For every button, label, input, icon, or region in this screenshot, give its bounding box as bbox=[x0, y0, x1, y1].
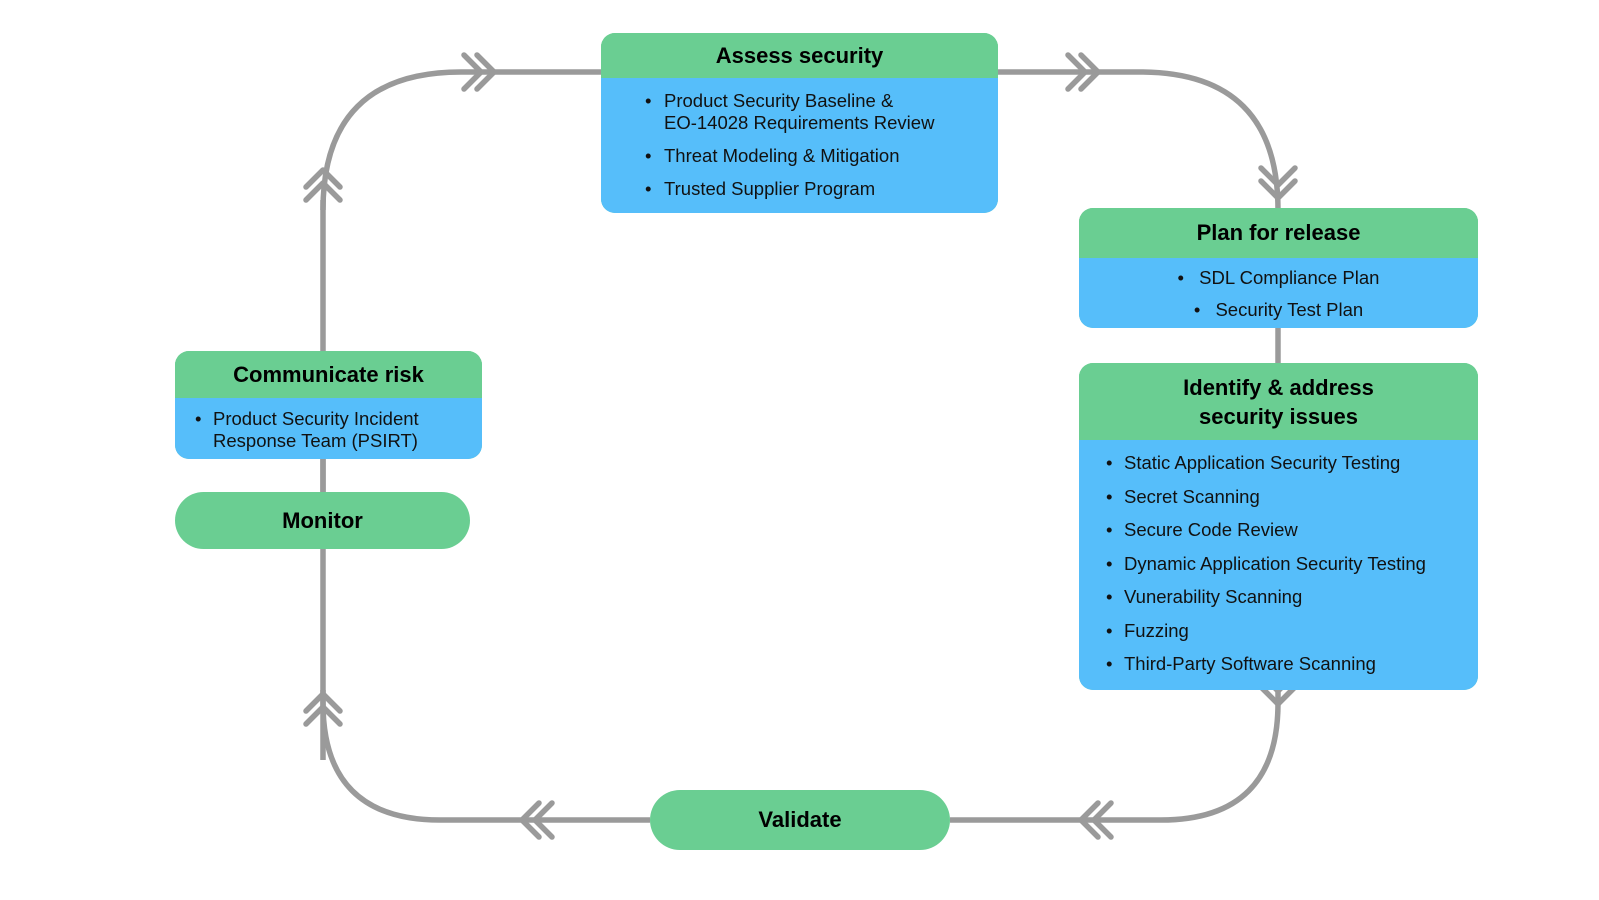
bullet-dot: • bbox=[1193, 299, 1201, 320]
bullet-list: • Static Application Security Testing • … bbox=[1079, 452, 1478, 675]
list-item-label-line2: EO-14028 Requirements Review bbox=[664, 112, 935, 133]
node-identify-address-security-issues-title: Identify & address security issues bbox=[1079, 363, 1478, 440]
list-item: • Security Test Plan bbox=[1079, 299, 1478, 321]
connector-bottom-right-corner bbox=[950, 690, 1281, 823]
bullet-dot: • bbox=[1106, 653, 1113, 674]
arrowhead-left-bottom-left bbox=[519, 800, 555, 840]
list-item-label: SDL Compliance Plan bbox=[1199, 267, 1380, 288]
arrowhead-up-left-lower bbox=[303, 691, 343, 727]
arrowhead-right-top-left bbox=[461, 52, 497, 92]
list-item: • Static Application Security Testing bbox=[1079, 452, 1478, 474]
list-item-label: Product Security Baseline & bbox=[664, 90, 894, 111]
bullet-dot: • bbox=[195, 408, 202, 429]
bullet-list: • Product Security Baseline & EO-14028 R… bbox=[601, 90, 998, 200]
bullet-list: • SDL Compliance Plan • Security Test Pl… bbox=[1079, 267, 1478, 321]
node-communicate-risk-body: • Product Security Incident Response Tea… bbox=[175, 398, 482, 459]
connector-top-left-corner bbox=[320, 69, 601, 211]
list-item: • Secret Scanning bbox=[1079, 486, 1478, 508]
node-plan-for-release-title: Plan for release bbox=[1079, 208, 1478, 258]
node-assess-security-title: Assess security bbox=[601, 33, 998, 78]
bullet-dot: • bbox=[1106, 485, 1113, 507]
node-plan-for-release-body: • SDL Compliance Plan • Security Test Pl… bbox=[1079, 258, 1478, 328]
list-item-label: Static Application Security Testing bbox=[1124, 452, 1401, 473]
list-item: • SDL Compliance Plan bbox=[1079, 267, 1478, 289]
bullet-dot: • bbox=[1106, 586, 1113, 607]
bullet-dot: • bbox=[1106, 452, 1113, 473]
bullet-dot: • bbox=[645, 145, 652, 166]
node-validate[interactable]: Validate bbox=[650, 790, 950, 850]
list-item-label: Security Test Plan bbox=[1215, 299, 1364, 320]
node-monitor-title: Monitor bbox=[175, 492, 470, 549]
node-validate-title: Validate bbox=[650, 790, 950, 850]
node-assess-security[interactable]: Assess security • Product Security Basel… bbox=[601, 33, 998, 213]
list-item-label: Product Security Incident bbox=[213, 408, 419, 429]
bullet-dot: • bbox=[645, 90, 652, 111]
list-item-label: Trusted Supplier Program bbox=[664, 178, 876, 199]
list-item-label: Secure Code Review bbox=[1124, 519, 1298, 540]
list-item-label: Fuzzing bbox=[1124, 619, 1189, 641]
arrowhead-right-top-right bbox=[1065, 52, 1101, 92]
connector-top-right-corner bbox=[998, 69, 1281, 213]
title-line-1: Identify & address bbox=[1183, 375, 1374, 400]
list-item-label: Vunerability Scanning bbox=[1124, 586, 1303, 607]
list-item: • Vunerability Scanning bbox=[1079, 586, 1478, 608]
arrowhead-down-right-upper bbox=[1258, 165, 1298, 201]
list-item-label-line2: Response Team (PSIRT) bbox=[213, 430, 418, 451]
bullet-dot: • bbox=[1106, 519, 1113, 540]
bullet-list: • Product Security Incident Response Tea… bbox=[175, 408, 482, 452]
list-item: • Trusted Supplier Program bbox=[601, 178, 998, 200]
list-item: • Product Security Incident Response Tea… bbox=[175, 408, 482, 452]
node-communicate-risk[interactable]: Communicate risk • Product Security Inci… bbox=[175, 351, 482, 459]
bullet-dot: • bbox=[1106, 552, 1113, 574]
list-item: • Product Security Baseline & EO-14028 R… bbox=[601, 90, 998, 134]
node-identify-address-security-issues[interactable]: Identify & address security issues • Sta… bbox=[1079, 363, 1478, 690]
connector-bottom-left-corner bbox=[320, 690, 650, 823]
node-plan-for-release[interactable]: Plan for release • SDL Compliance Plan •… bbox=[1079, 208, 1478, 328]
node-assess-security-body: • Product Security Baseline & EO-14028 R… bbox=[601, 78, 998, 213]
list-item: • Dynamic Application Security Testing bbox=[1079, 553, 1478, 575]
bullet-dot: • bbox=[1106, 619, 1113, 641]
arrowhead-left-bottom-right bbox=[1078, 800, 1114, 840]
arrowhead-up-left-upper bbox=[303, 167, 343, 203]
list-item: • Threat Modeling & Mitigation bbox=[601, 145, 998, 167]
list-item-label: Secret Scanning bbox=[1124, 485, 1260, 507]
node-identify-address-security-issues-body: • Static Application Security Testing • … bbox=[1079, 440, 1478, 690]
bullet-dot: • bbox=[1177, 267, 1185, 288]
list-item: • Fuzzing bbox=[1079, 620, 1478, 642]
list-item-label: Threat Modeling & Mitigation bbox=[664, 145, 900, 166]
list-item: • Secure Code Review bbox=[1079, 519, 1478, 541]
node-communicate-risk-title: Communicate risk bbox=[175, 351, 482, 398]
list-item: • Third-Party Software Scanning bbox=[1079, 653, 1478, 675]
bullet-dot: • bbox=[645, 178, 652, 199]
list-item-label: Third-Party Software Scanning bbox=[1124, 653, 1376, 674]
node-monitor[interactable]: Monitor bbox=[175, 492, 470, 549]
list-item-label: Dynamic Application Security Testing bbox=[1124, 552, 1426, 574]
title-line-2: security issues bbox=[1199, 404, 1358, 429]
